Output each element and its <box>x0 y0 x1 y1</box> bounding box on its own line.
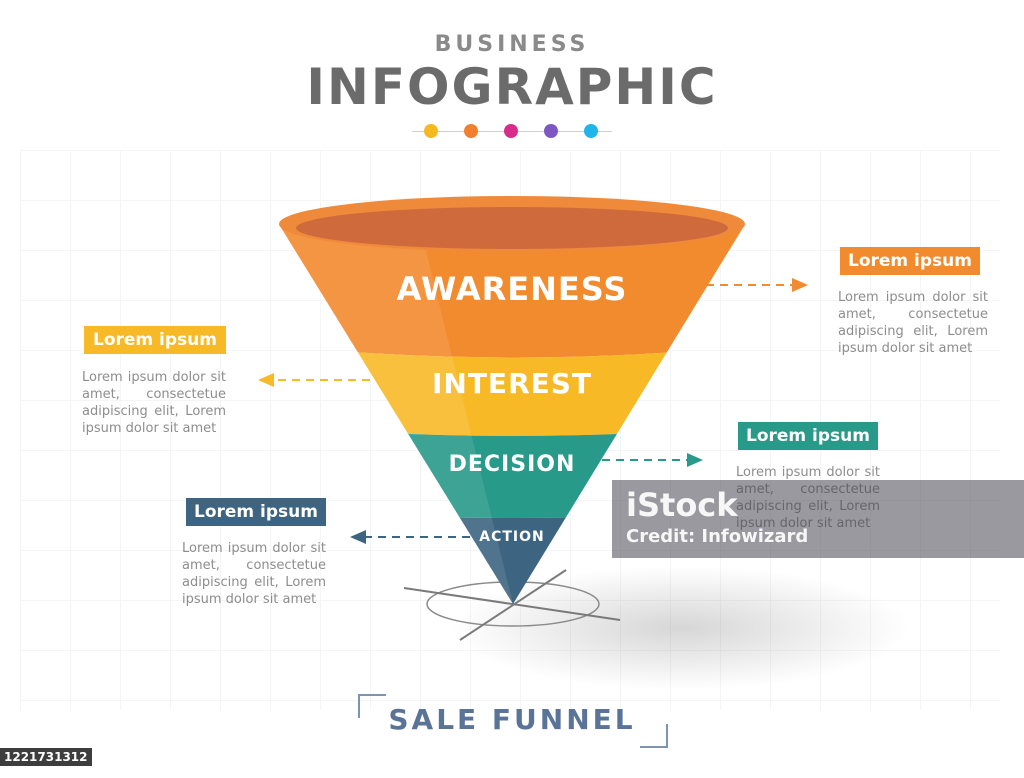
callout-title-awareness: Lorem ipsum <box>840 247 980 275</box>
callout-text-action: Lorem ipsum dolor sit amet, consectetue … <box>182 541 326 607</box>
color-dot <box>424 124 438 138</box>
color-dot <box>464 124 478 138</box>
funnel-opening <box>296 207 728 249</box>
arrow-head-left <box>350 530 366 544</box>
base-axis-line <box>403 587 621 621</box>
header-subtitle: BUSINESS <box>434 32 590 57</box>
funnel-shadow <box>450 566 910 690</box>
stage-label-decision: DECISION <box>448 452 576 477</box>
callout-title-interest: Lorem ipsum <box>84 326 226 354</box>
footer-title: SALE FUNNEL <box>388 703 636 736</box>
color-dot <box>504 124 518 138</box>
base-axis-line <box>459 569 567 641</box>
stage-label-action: ACTION <box>479 529 545 545</box>
watermark-logo: iStock <box>626 486 738 524</box>
footer-bracket-top-left <box>358 694 386 718</box>
arrow-head-right <box>792 278 808 292</box>
color-dot <box>584 124 598 138</box>
arrow-head-right <box>687 453 703 467</box>
callout-text-awareness: Lorem ipsum dolor sit amet, consectetue … <box>838 290 988 356</box>
cone-highlight <box>280 226 513 604</box>
callout-title-decision: Lorem ipsum <box>738 422 878 450</box>
watermark-credit: Credit: Infowizard <box>626 526 809 547</box>
image-id-tag: 1221731312 <box>0 748 92 766</box>
header-title: INFOGRAPHIC <box>306 58 718 116</box>
footer-bracket-bottom-right <box>640 724 668 748</box>
callout-text-interest: Lorem ipsum dolor sit amet, consectetue … <box>82 370 226 436</box>
callout-title-action: Lorem ipsum <box>186 498 326 526</box>
arrow-head-left <box>258 373 274 387</box>
color-dot <box>544 124 558 138</box>
stage-segment-awareness <box>280 226 744 358</box>
stage-label-interest: INTEREST <box>431 367 593 400</box>
watermark-banner <box>612 480 1024 558</box>
stage-label-awareness: AWARENESS <box>396 270 628 308</box>
